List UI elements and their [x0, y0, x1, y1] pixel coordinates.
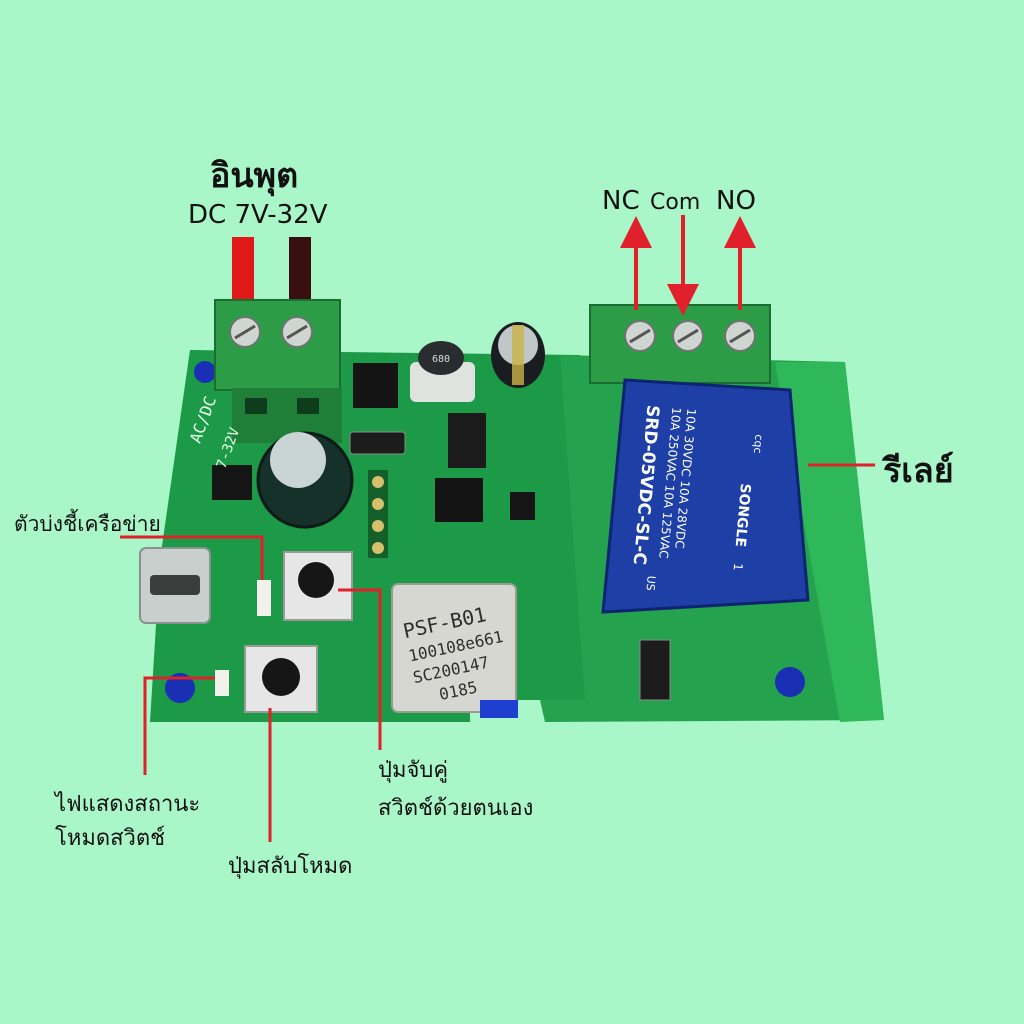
black-wire: [289, 237, 311, 307]
network-indicator-label: ตัวบ่งชี้เครือข่าย: [14, 512, 161, 536]
relay: [601, 378, 810, 614]
pair-callout-line: [338, 588, 382, 750]
relay-cert: cqc: [751, 434, 766, 454]
screw-slot: [677, 328, 699, 344]
mounting-hole: [165, 673, 195, 703]
network-callout-line: [120, 535, 264, 580]
nc-label: NC: [602, 186, 640, 216]
transistor: [212, 465, 252, 500]
mode-button-cap: [262, 658, 300, 696]
screw-slot: [729, 328, 751, 344]
screw-slot: [629, 328, 651, 344]
transistor: [510, 492, 535, 520]
pcb-edge: [775, 362, 884, 722]
ic-chip: [353, 363, 398, 408]
terminal-slot: [297, 398, 319, 414]
pair-button-label-line1: ปุ่มจับคู่: [378, 758, 449, 783]
capacitor-top: [270, 432, 326, 488]
status-led: [215, 670, 229, 696]
ic-chip: [435, 478, 483, 522]
mode-button-label: ปุ่มสลับโหมด: [228, 854, 353, 879]
relay-diode: [639, 639, 671, 701]
screw-slot: [286, 324, 308, 340]
pin-header: [368, 470, 388, 558]
network-indicator-led: [257, 580, 271, 616]
terminal-slot: [245, 398, 267, 414]
red-wire: [232, 237, 254, 301]
input-terminal-body: [232, 388, 342, 443]
inductor-core: [418, 341, 464, 375]
pair-button-cap: [298, 562, 334, 598]
status-led-label-line2: โหมดสวิตช์: [55, 826, 166, 851]
pair-button-label-line2: สวิตช์ด้วยตนเอง: [378, 796, 534, 821]
capacitor-stripe: [512, 325, 524, 385]
regulator: [448, 413, 486, 468]
mounting-hole: [775, 667, 805, 697]
inductor-code: 680: [432, 354, 450, 365]
input-terminal-block: [214, 299, 341, 391]
inductor: [410, 362, 475, 402]
relay-label: รีเลย์: [883, 451, 954, 491]
com-label: Com: [650, 190, 701, 215]
no-label: NO: [716, 186, 756, 216]
relay-cert-2: US: [643, 575, 657, 591]
screw-slot: [234, 324, 256, 340]
module-antenna-pad: [480, 700, 518, 718]
wifi-module: [391, 583, 517, 713]
mounting-hole: [194, 361, 216, 383]
status-led-label-line1: ไฟแสดงสถานะ: [55, 792, 201, 817]
micro-usb-opening: [150, 575, 200, 595]
input-title: อินพุต: [210, 156, 299, 196]
diode: [349, 431, 406, 455]
relay-brand: SONGLE: [732, 483, 753, 548]
relay-pin-mark: 1: [731, 563, 746, 572]
input-voltage: DC 7V-32V: [188, 200, 328, 230]
status-callout-line: [143, 676, 215, 775]
